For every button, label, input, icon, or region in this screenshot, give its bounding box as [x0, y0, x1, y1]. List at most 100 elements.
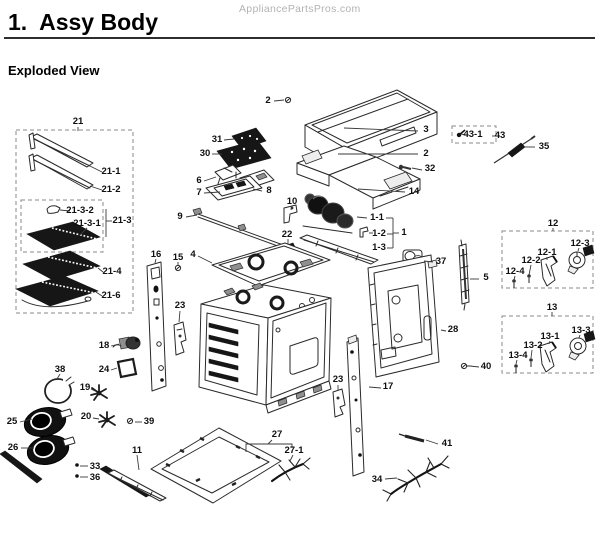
- part-2-screw-top: [284, 96, 292, 104]
- part-26-blower: [26, 434, 76, 466]
- oven-cavity: [198, 282, 332, 414]
- callout-24: 24: [99, 364, 110, 375]
- callout-12-4: 12-4: [505, 266, 525, 277]
- callout-21-6: 21-6: [101, 290, 120, 301]
- callout-18: 18: [99, 340, 110, 351]
- callout-12-3: 12-3: [570, 238, 589, 249]
- callout-31: 31: [212, 134, 223, 145]
- callout-30: 30: [200, 148, 211, 159]
- callout-23-left: 23: [175, 300, 186, 311]
- callout-21: 21: [73, 116, 84, 127]
- part-33-pin: [75, 463, 79, 467]
- callout-12: 12: [548, 218, 559, 229]
- callout-2-mid: 2: [423, 148, 428, 159]
- part-36-pin: [75, 474, 79, 478]
- part-15-screw: [174, 264, 182, 272]
- part-6-bracket: [214, 164, 242, 185]
- callout-13-2: 13-2: [523, 340, 542, 351]
- callout-5: 5: [483, 272, 489, 283]
- frame-27-base: [150, 427, 282, 504]
- callout-28: 28: [448, 324, 459, 335]
- top-frame-strip: [299, 234, 379, 265]
- part-28-rear-panel: [367, 254, 440, 378]
- callout-21-3-2: 21-3-2: [66, 205, 93, 216]
- callout-2-top: 2: [265, 95, 270, 106]
- callout-21-3: 21-3: [112, 215, 131, 226]
- title-underline: [4, 37, 595, 39]
- part-25-blower: [23, 406, 73, 438]
- callout-21-4: 21-4: [102, 266, 122, 277]
- callout-13-1: 13-1: [540, 331, 560, 342]
- callout-1: 1: [401, 227, 407, 238]
- callout-38: 38: [55, 364, 66, 375]
- part-4-burner-tray: [211, 242, 331, 287]
- callout-34: 34: [372, 474, 383, 485]
- callout-40: 40: [481, 361, 492, 372]
- callout-1-1: 1-1: [370, 212, 384, 223]
- callout-12-2: 12-2: [521, 255, 540, 266]
- callout-36: 36: [90, 472, 101, 483]
- callout-20: 20: [81, 411, 92, 422]
- part-13-hinge-group: [513, 330, 596, 374]
- part-21-rails: [28, 132, 94, 190]
- part-16-bracket: [146, 261, 167, 392]
- callout-32: 32: [425, 163, 436, 174]
- harness-27-1: [270, 457, 311, 483]
- part-41-pin: [398, 433, 425, 443]
- callout-13-3: 13-3: [571, 325, 590, 336]
- callout-3: 3: [423, 124, 428, 135]
- callout-21-3-1: 21-3-1: [73, 218, 101, 229]
- section-subtitle: Exploded View: [8, 63, 100, 78]
- callout-43: 43: [495, 130, 506, 141]
- part-19-fan: [90, 384, 108, 401]
- callout-11: 11: [132, 445, 143, 456]
- part-1-2-clip: [359, 226, 369, 238]
- callout-27: 27: [272, 429, 283, 440]
- part-7-plate: [205, 175, 263, 201]
- part-23-bracket-left: [173, 321, 187, 356]
- callout-17: 17: [383, 381, 394, 392]
- part-21-racks: [15, 221, 101, 308]
- callout-41: 41: [442, 438, 453, 449]
- callout-16: 16: [151, 249, 162, 260]
- dashed-section-boxes: [15, 125, 594, 374]
- callout-26: 26: [8, 442, 19, 453]
- callout-13: 13: [547, 302, 558, 313]
- part-20-fan: [98, 411, 116, 428]
- callout-13-4: 13-4: [508, 350, 528, 361]
- site-watermark: AppliancePartsPros.com: [239, 3, 361, 15]
- part-14-duct: [296, 145, 421, 210]
- leader-lines: [19, 99, 581, 480]
- part-17-bracket: [346, 334, 365, 477]
- part-18-motor: [112, 336, 141, 350]
- part-35-probe: [493, 135, 536, 164]
- callout-8: 8: [266, 185, 271, 196]
- left-corner-rail: [0, 450, 43, 484]
- callout-4: 4: [190, 249, 196, 260]
- harness-34: [382, 455, 450, 502]
- callout-21-1: 21-1: [101, 166, 121, 177]
- callout-27-1: 27-1: [284, 445, 304, 456]
- part-38-clamp: [44, 376, 75, 404]
- callout-39: 39: [144, 416, 155, 427]
- callout-21-2: 21-2: [101, 184, 120, 195]
- callout-22: 22: [282, 229, 293, 240]
- part-10-bracket: [283, 204, 298, 224]
- part-5-bar: [458, 239, 470, 311]
- callout-1-3: 1-3: [372, 242, 386, 253]
- callout-1-2: 1-2: [372, 228, 386, 239]
- callout-12-1: 12-1: [537, 247, 557, 258]
- part-39-screw: [126, 417, 134, 425]
- part-43-1-sensor: [456, 129, 466, 138]
- callout-37: 37: [436, 256, 447, 267]
- part-21-3-2-clip: [46, 205, 61, 214]
- part-24-gasket: [116, 357, 138, 379]
- callout-43-1: 43-1: [463, 129, 483, 140]
- part-30-pcb: [216, 139, 272, 170]
- callout-19: 19: [80, 382, 91, 393]
- callout-9: 9: [177, 211, 182, 222]
- part-1-motor-assembly: [302, 193, 354, 234]
